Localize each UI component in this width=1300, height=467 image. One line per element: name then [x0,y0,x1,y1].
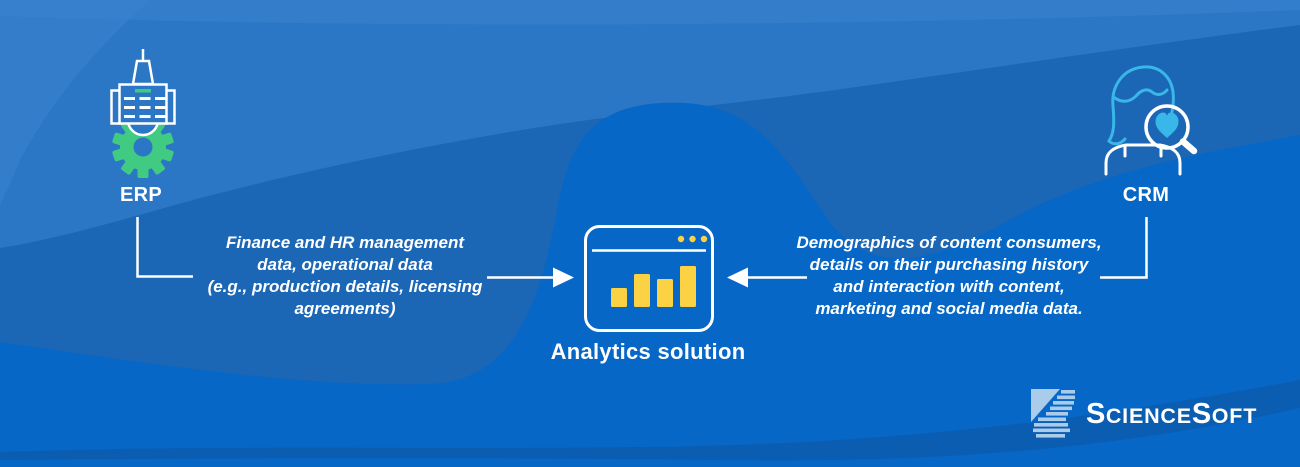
flow-text-line: marketing and social media data. [815,299,1083,318]
bar-chart-bars [611,266,696,307]
erp-arrowhead-icon [553,267,574,288]
flow-text-line: Demographics of content consumers, [796,233,1102,252]
crm-node-label: CRM [1122,184,1170,206]
logo-smallcaps: oft [1211,403,1258,428]
customer-search-heart-icon [1104,65,1198,176]
wave-top-streak [0,0,1300,25]
flow-text-line: Finance and HR management [225,233,465,252]
erp-node-label: ERP [119,184,163,206]
sciencesoft-logo-text: ScienceSoft [1086,397,1258,430]
crm-elbow-connector [1100,217,1148,279]
crm-arrowhead-icon [727,267,748,288]
wave-dark-band [0,380,1300,461]
bar-chart-window-icon [584,225,714,332]
logo-cap: S [1191,397,1212,430]
connectors [136,217,1148,279]
sciencesoft-logo: ScienceSoft [1030,388,1257,440]
magnifier-icon [1144,104,1198,155]
wave-top-light [0,0,1300,248]
logo-smallcaps: cience [1105,403,1192,428]
building-windows [124,97,166,118]
logo-cap: S [1086,397,1106,430]
building-green-window [135,89,151,93]
erp-elbow-connector [136,217,193,278]
browser-window-outline [584,225,714,332]
heart-icon [1155,112,1179,138]
crm-flow-description: Demographics of content consumers, detai… [779,232,1119,320]
flow-text-line: and interaction with content, [833,277,1065,296]
flow-text-line: (e.g., production details, licensing [207,277,483,296]
analytics-node-label: Analytics solution [550,339,746,364]
flow-text-line: details on their purchasing history [809,255,1089,274]
flow-text-line: data, operational data [257,255,433,274]
hair-outline [1107,65,1175,146]
wave-corner-streak [0,0,150,205]
building-gear-icon [110,49,176,178]
sciencesoft-striped-s-icon [1031,389,1075,438]
flow-text-line: agreements) [294,299,396,318]
erp-flow-description: Finance and HR management data, operatio… [190,232,500,320]
window-dots [677,235,708,243]
